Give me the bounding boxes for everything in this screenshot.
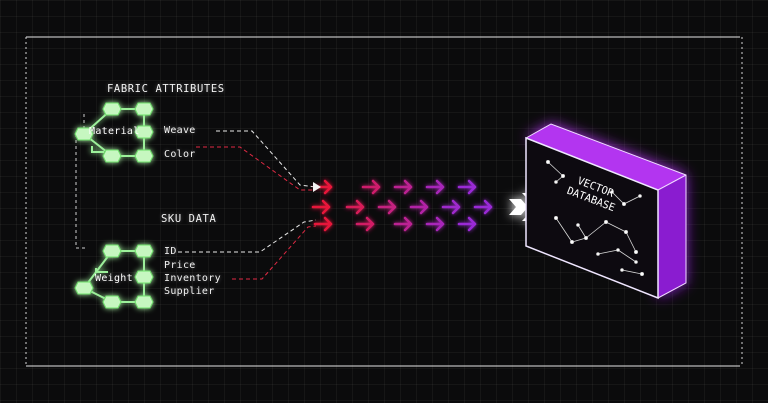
outer-frame xyxy=(25,36,743,367)
flow-arrow-icon xyxy=(361,179,381,195)
flow-arrow-icon xyxy=(425,216,445,232)
node xyxy=(74,281,94,295)
field-price: Price xyxy=(164,260,196,271)
node xyxy=(74,127,94,141)
flow-arrow-icon xyxy=(473,199,493,215)
flow-arrow-icon xyxy=(425,179,445,195)
node xyxy=(134,149,154,163)
leader-color xyxy=(196,146,316,191)
sku-hub-label: Weight xyxy=(95,273,133,284)
node xyxy=(134,102,154,116)
flow-arrow-icon xyxy=(355,216,375,232)
field-supplier: Supplier xyxy=(164,286,215,297)
node xyxy=(102,149,122,163)
flow-arrow-icon xyxy=(457,216,477,232)
sku-group-title: SKU DATA xyxy=(161,213,217,225)
field-weave: Weave xyxy=(164,125,196,136)
node xyxy=(102,244,122,258)
vector-constellation xyxy=(546,159,645,276)
flow-arrow-icon xyxy=(393,216,413,232)
arrow-stream xyxy=(311,179,493,232)
node xyxy=(134,295,154,309)
leader-id xyxy=(178,219,317,253)
leader-inventory xyxy=(232,225,317,280)
flow-arrow-icon xyxy=(441,199,461,215)
field-inventory: Inventory xyxy=(164,273,221,284)
field-id: ID xyxy=(164,246,177,257)
flow-arrow-icon xyxy=(313,216,333,232)
flow-start-icon xyxy=(313,182,321,192)
node xyxy=(134,244,154,258)
flow-arrow-icon xyxy=(377,199,397,215)
leader-weave xyxy=(216,130,317,188)
node xyxy=(102,102,122,116)
node xyxy=(134,270,154,284)
node xyxy=(102,295,122,309)
flow-arrow-icon xyxy=(345,199,365,215)
flow-arrow-icon xyxy=(393,179,413,195)
flow-arrow-icon xyxy=(311,199,331,215)
cube-side xyxy=(658,175,686,298)
vector-database-cube: VECTOR DATABASE xyxy=(525,123,687,300)
node xyxy=(134,125,154,139)
sku-node-cluster xyxy=(74,244,154,309)
fabric-hub-label: Material xyxy=(89,126,140,137)
fabric-node-cluster xyxy=(74,102,154,163)
flow-arrow-icon xyxy=(457,179,477,195)
leader-lines xyxy=(178,130,317,280)
fabric-group-title: FABRIC ATTRIBUTES xyxy=(107,83,225,95)
flow-arrow-icon xyxy=(409,199,429,215)
field-color: Color xyxy=(164,149,196,160)
cube-top xyxy=(526,124,686,190)
